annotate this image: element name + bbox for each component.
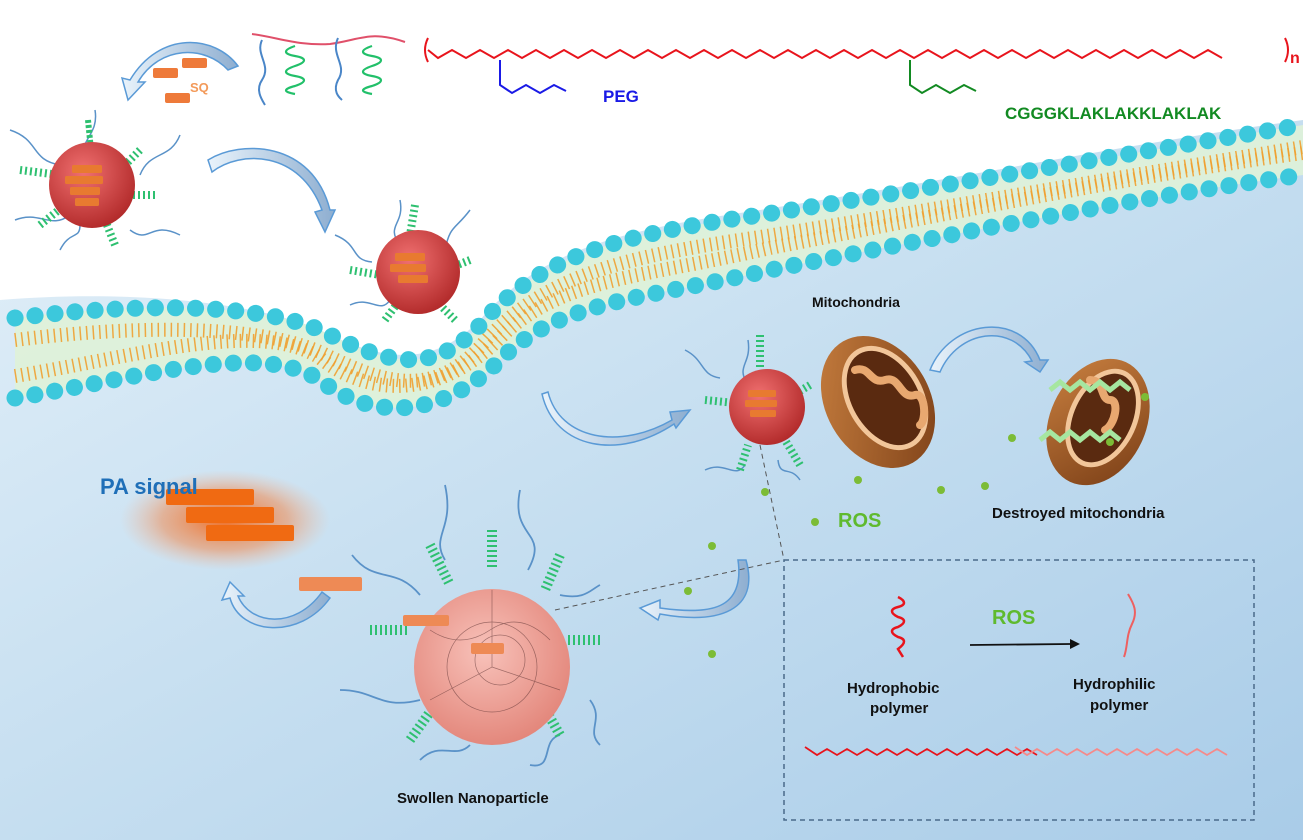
destroyed-mitochondria-label: Destroyed mitochondria	[992, 505, 1165, 522]
sq-molecules	[153, 58, 207, 103]
inset-ros-label: ROS	[992, 607, 1036, 629]
polymer-structure-drawing	[424, 37, 1289, 95]
cell-membrane	[6, 116, 1303, 417]
polymer-peg-label: PEG	[603, 87, 639, 106]
inset-hydrophobic-line1: Hydrophobic	[847, 680, 940, 697]
mitochondrion-healthy	[820, 336, 936, 468]
inset-polymer-cartoons	[890, 593, 1136, 658]
arrow-release-sq	[220, 580, 332, 629]
ros-dots	[684, 393, 1149, 658]
polymer-peptide-label: CGGGKLAKLAKKLAKLAK	[1005, 104, 1222, 123]
inset-chemical-structures	[804, 746, 1228, 757]
arrow-destroy-mito	[928, 326, 1050, 374]
swollen-nanoparticle-label: Swollen Nanoparticle	[397, 790, 549, 807]
cell-interior	[0, 120, 1303, 840]
inset-hydrophilic-line1: Hydrophilic	[1073, 676, 1156, 693]
arrow-approach-membrane	[207, 147, 337, 234]
sq-label: SQ	[190, 80, 209, 95]
inset-box	[783, 559, 1255, 821]
inset-connector	[554, 444, 1255, 821]
arrow-enter-cell	[541, 391, 692, 446]
inset-hydrophobic-line2: polymer	[870, 700, 929, 717]
polymer-repeat-n: n	[1290, 50, 1300, 67]
polymer-cartoon	[251, 33, 406, 106]
mitochondrion-destroyed	[1038, 358, 1150, 486]
mitochondria-label: Mitochondria	[812, 294, 900, 310]
nanoparticle-loaded-2	[334, 199, 472, 323]
nanoparticle-loaded-1	[9, 109, 181, 251]
ros-label-main: ROS	[838, 510, 882, 532]
arrow-load-sq	[120, 41, 240, 102]
process-arrows	[120, 41, 1050, 629]
pa-signal-label: PA signal	[100, 474, 198, 499]
nanoparticle-at-mitochondria	[684, 335, 813, 481]
arrow-swell	[638, 559, 750, 622]
inset-hydrophilic-line2: polymer	[1090, 697, 1149, 714]
swollen-nanoparticle	[339, 484, 601, 767]
pa-signal-glow	[120, 470, 362, 591]
